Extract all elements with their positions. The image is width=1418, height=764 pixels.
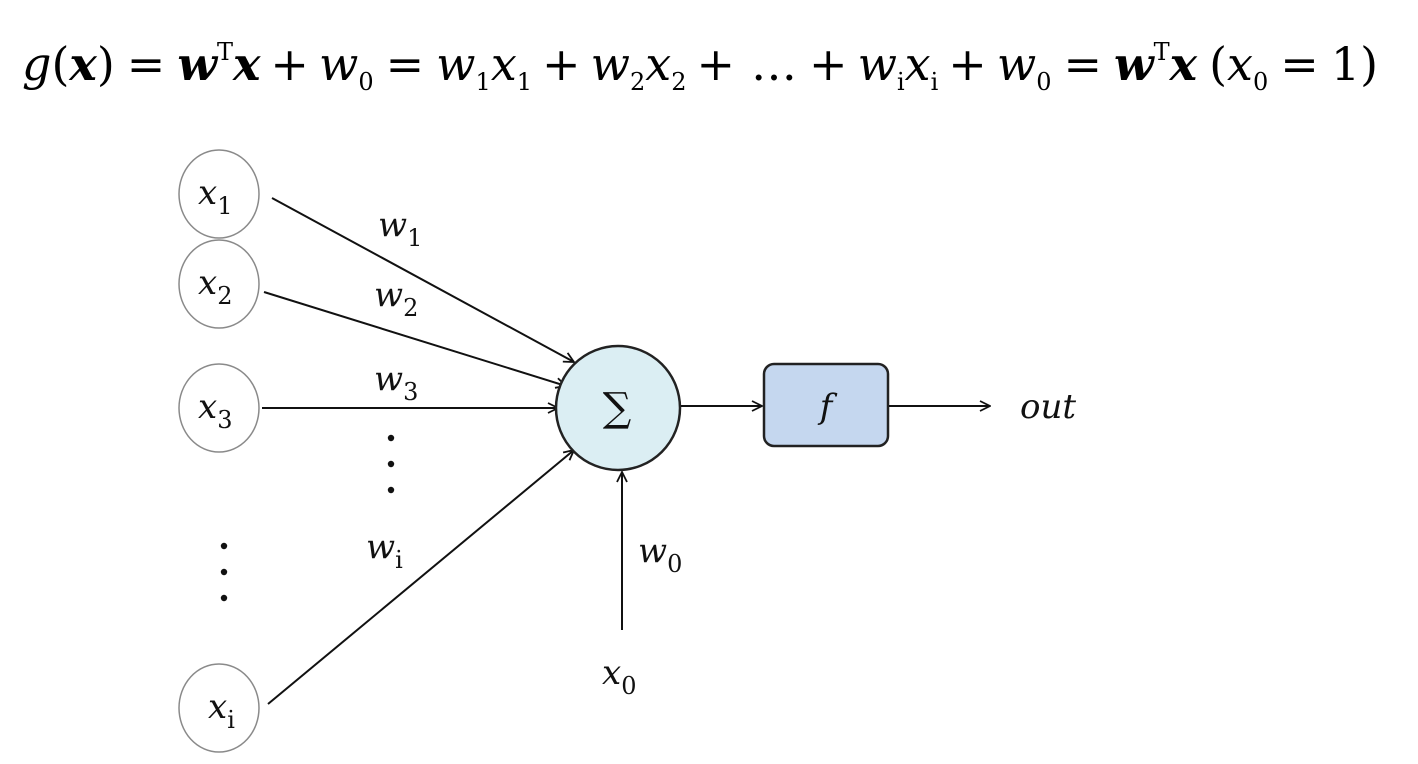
input-label-x2: x2 <box>198 263 232 310</box>
input-node-xi <box>178 663 260 753</box>
activation-box <box>762 362 890 448</box>
input-ellipsis-dot <box>220 542 228 550</box>
weight-label-w1: w1 <box>378 205 422 252</box>
edge-x2-sum <box>263 291 566 386</box>
weight-label-w3: w3 <box>374 359 418 406</box>
input-label-x1: x1 <box>198 173 232 220</box>
sum-symbol: ∑ <box>603 385 632 431</box>
input-node-x1 <box>178 149 260 239</box>
input-label-xi: xi <box>208 687 235 734</box>
input-node-x3 <box>178 363 260 453</box>
edge-x1-sum <box>271 197 574 362</box>
input-ellipsis-dot <box>220 594 228 602</box>
weight-ellipsis-dot <box>387 434 395 442</box>
bias-input-label: x0 <box>602 653 636 700</box>
weight-label-wi: wi <box>366 527 403 574</box>
weight-ellipsis-dot <box>387 460 395 468</box>
sum-node <box>554 344 682 472</box>
edge-xi-sum <box>267 450 574 705</box>
bias-weight-label: w0 <box>638 531 682 578</box>
input-node-x2 <box>178 239 260 329</box>
weight-label-w2: w2 <box>374 275 418 322</box>
input-ellipsis-dot <box>220 568 228 576</box>
input-label-x3: x3 <box>198 387 232 434</box>
weight-ellipsis-dot <box>387 486 395 494</box>
equation: g(x)=wTx+w0=w1x1+w2x2+…+wixi+w0=wTx(x0=1… <box>22 37 1378 96</box>
output-label: out <box>1020 387 1076 427</box>
